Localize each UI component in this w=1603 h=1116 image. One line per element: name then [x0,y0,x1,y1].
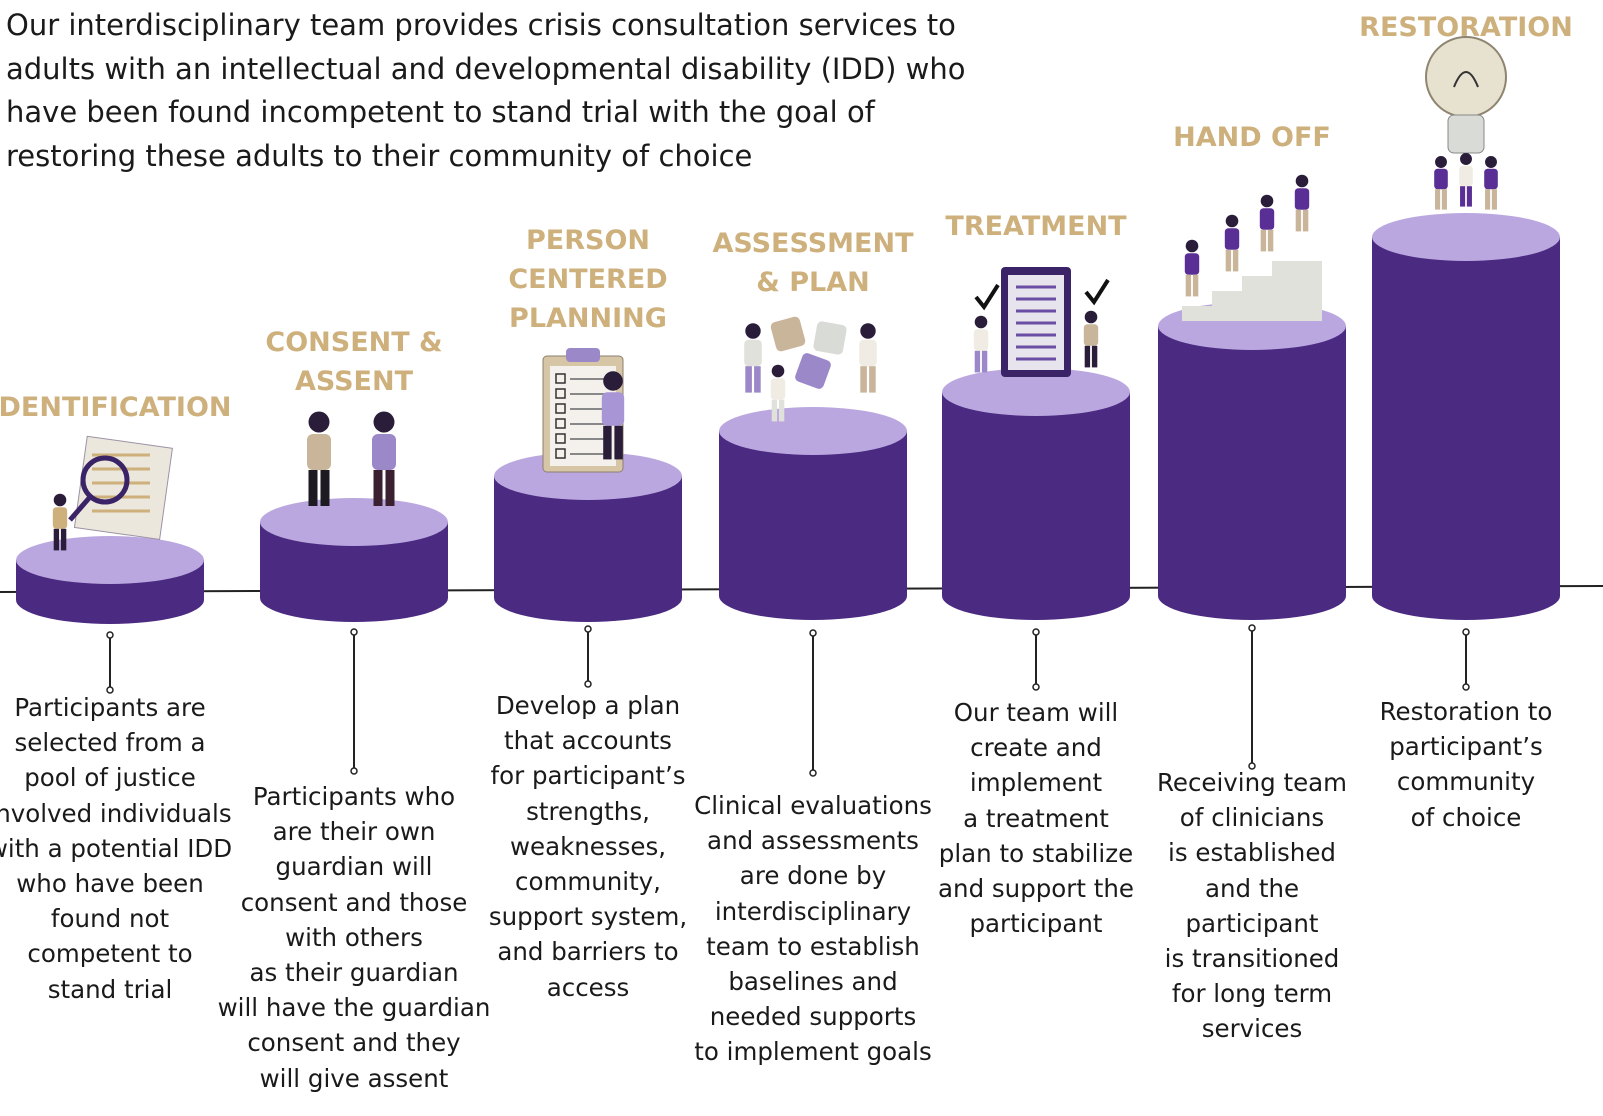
stage-title-treatment: TREATMENT [945,211,1127,242]
cylinder-body [719,431,907,620]
connector-dot [350,767,358,775]
stage-identification [16,435,204,694]
connector-dot [1462,683,1470,691]
cylinder-body [1372,237,1560,620]
puzzle-team-icon [744,316,877,422]
cylinder-top [1372,213,1560,261]
stage-restoration [1372,36,1560,691]
stage-description-handoff: Receiving team of clinicians is establis… [1156,768,1348,1044]
connector-dot [809,629,817,637]
connector-dot [809,769,817,777]
connector-dot [1032,628,1040,636]
connector-dot [1248,762,1256,770]
cylinder-body [494,476,682,622]
stage-title-assessment: ASSESSMENT & PLAN [712,228,914,298]
connector-dot [106,686,114,694]
stage-title-restoration: RESTORATION [1359,12,1573,43]
cylinder-body [942,392,1130,620]
intro-text: Our interdisciplinary team provides cris… [6,8,966,173]
connector-dot [584,625,592,633]
stage-title-identification: IDENTIFICATION [0,392,232,423]
stage-description-consent: Participants who are their own guardian … [217,782,491,1093]
magnifying-glass-document-icon [52,435,173,551]
cylinder-body [1158,326,1346,620]
connector-dot [1032,683,1040,691]
connector-dot [1462,628,1470,636]
stage-description-restoration: Restoration to participant’s community o… [1379,697,1553,832]
connector-dot [584,680,592,688]
stage-description-planning: Develop a plan that accounts for partici… [488,691,688,1002]
connector-dot [106,631,114,639]
stage-title-planning: PERSON CENTERED PLANNING [508,225,668,334]
stage-title-handoff: HAND OFF [1173,122,1331,153]
stage-planning [494,348,682,688]
cylinder-top [942,368,1130,416]
stage-description-identification: Participants are selected from a pool of… [0,693,233,1004]
clipboard-team-checkmarks-icon [973,267,1110,377]
connector-dot [1248,624,1256,632]
cylinder-top [16,536,204,584]
cylinder-top [260,498,448,546]
cylinder-body [260,522,448,622]
stage-treatment [942,267,1130,691]
stage-consent [260,411,448,775]
stage-handoff [1158,174,1346,770]
stage-assessment [719,316,907,777]
cylinder-top [719,407,907,455]
stage-description-assessment: Clinical evaluations and assessments are… [694,791,932,1067]
stage-title-consent: CONSENT & ASSENT [265,327,443,397]
clipboard-checklist-person-icon [542,348,625,473]
lightbulb-team-icon [1425,36,1507,210]
stage-description-treatment: Our team will create and implement a tre… [938,698,1134,939]
handshake-people-icon [307,411,396,506]
stairs-helping-people-icon [1182,174,1322,321]
connector-dot [350,628,358,636]
cylinder-top [494,452,682,500]
